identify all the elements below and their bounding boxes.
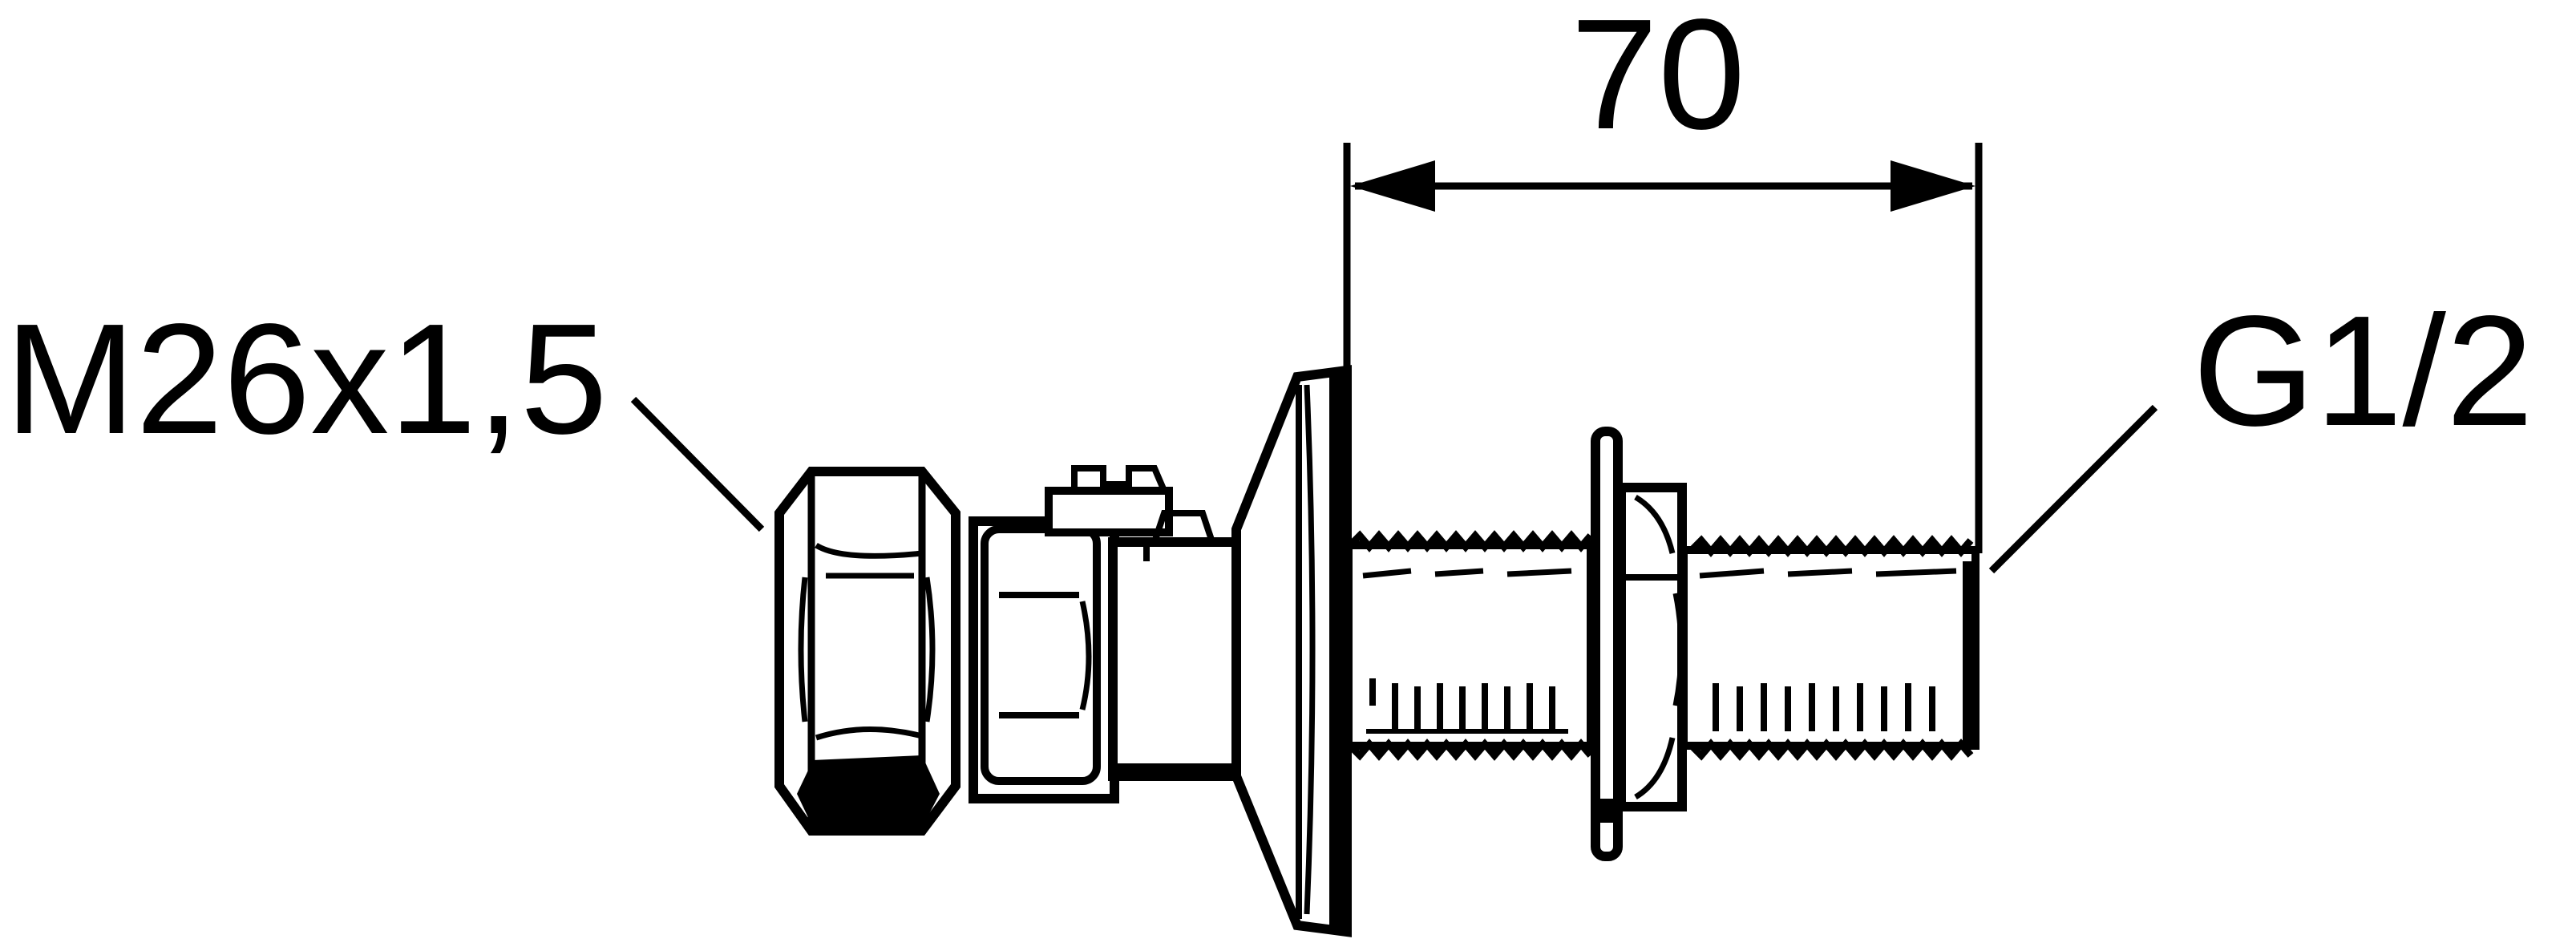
leader-line-right bbox=[1988, 404, 2158, 574]
dimension-length-label: 70 bbox=[1571, 0, 1745, 162]
swivel-connector-body bbox=[969, 465, 1243, 803]
thread-right-label: G1/2 bbox=[2193, 283, 2534, 459]
thread-callout-right: G1/2 bbox=[1988, 283, 2534, 574]
threaded-spigot-section-1 bbox=[1345, 530, 1595, 761]
leader-line-left bbox=[630, 396, 765, 532]
dimension-arrow-right bbox=[1891, 160, 1975, 212]
conical-flange bbox=[1231, 365, 1352, 937]
thread-left-label: M26x1,5 bbox=[5, 291, 608, 467]
threaded-spigot-section-2 bbox=[1680, 535, 1980, 761]
hex-union-nut bbox=[774, 467, 960, 836]
thread-callout-left: M26x1,5 bbox=[5, 291, 765, 532]
lock-nut bbox=[1591, 427, 1687, 861]
length-dimension: 70 bbox=[1343, 0, 1983, 553]
dimension-arrow-left bbox=[1350, 160, 1435, 212]
